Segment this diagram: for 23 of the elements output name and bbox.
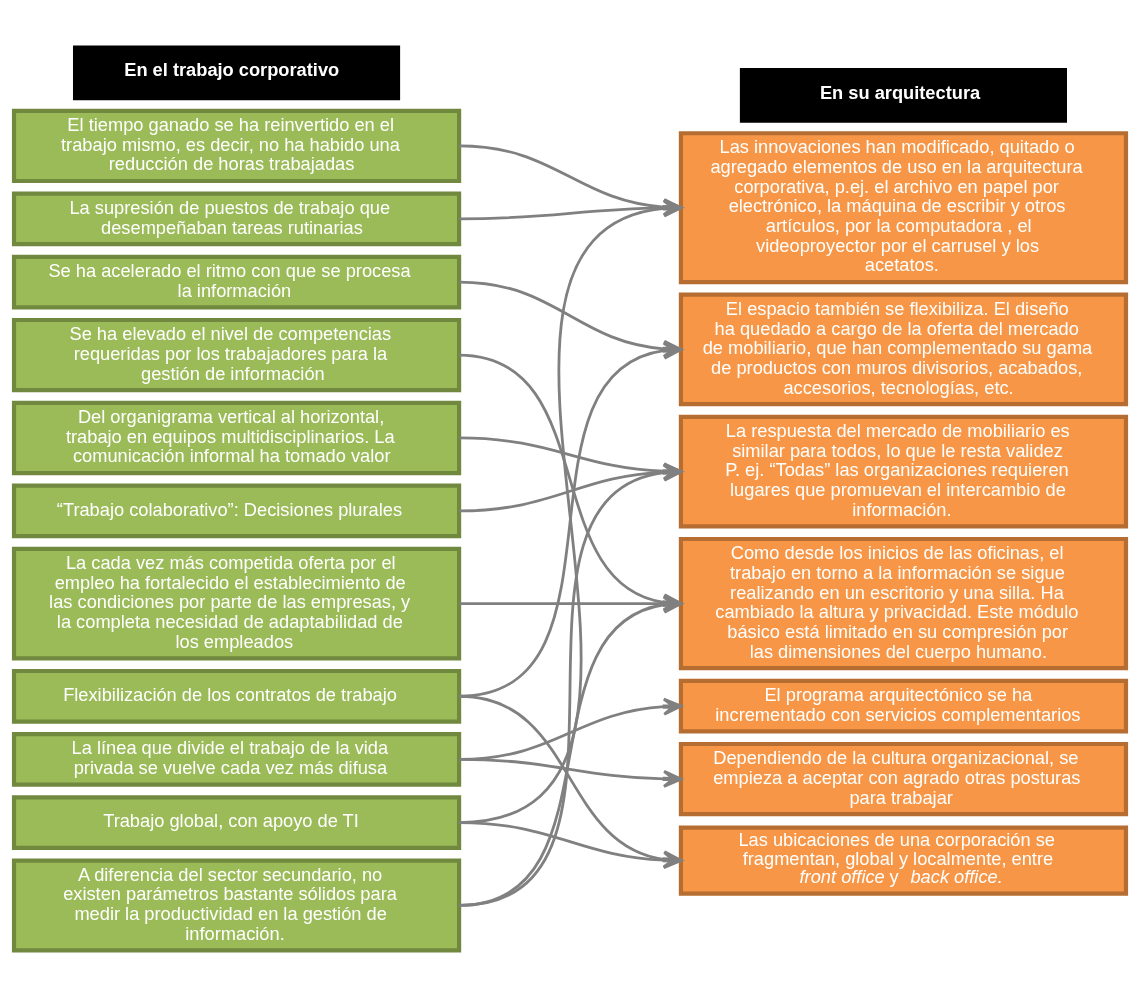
node-box: Las innovaciones han modificado, quitado o agregado elementos de uso en la arquitectura corporativa, p.ej. el archivo en papel por electrónico, la máquina de escribir y otros artículos, por la computadora , el videoproyector por el carrusel y los acetatos. bbox=[678, 131, 1129, 285]
node-box: En el trabajo corporativo bbox=[73, 45, 401, 101]
arrow bbox=[459, 144, 683, 217]
arrow bbox=[459, 758, 683, 788]
node-box: El tiempo ganado se ha reinvertido en el trabajo mismo, es decir, no ha habido una reducción de horas trabajadas bbox=[11, 108, 462, 184]
node-box: En su arquitectura bbox=[739, 67, 1067, 123]
node-box: La cada vez más competida oferta por el empleo ha fortalecido el establecimiento de las condiciones por parte de las empresas, y la completa necesidad de adaptabilidad de los empleados bbox=[11, 546, 462, 661]
node-box: Flexibilización de los contratos de trabajo bbox=[11, 668, 462, 724]
node-box: La supresión de puestos de trabajo que desempeñaban tareas rutinarias bbox=[11, 191, 462, 247]
node-box: Del organigrama vertical al horizontal, trabajo en equipos multidisciplinarios. La comunicación informal ha tomado valor bbox=[11, 400, 462, 476]
node-box: Como desde los inicios de las oficinas, el trabajo en torno a la información se sigue realizando en un escritorio y una silla. Ha cambiado la altura y privacidad. Este módulo básico está limitado en su compresión por las dimensiones del cuerpo humano. bbox=[678, 536, 1129, 671]
node-box: “Trabajo colaborativo”: Decisiones plurales bbox=[11, 483, 462, 539]
node-box: Se ha acelerado el ritmo con que se procesa la información bbox=[11, 254, 462, 310]
node-box: Dependiendo de la cultura organizacional, se empieza a aceptar con agrado otras posturas para trabajar bbox=[678, 741, 1129, 817]
node-box: A diferencia del sector secundario, no existen parámetros bastante sólidos para medir la productividad en la gestión de información. bbox=[11, 858, 462, 953]
node-box: Trabajo global, con apoyo de TI bbox=[11, 795, 462, 850]
node-box: Las ubicaciones de una corporación se fragmentan, global y localmente, entre front office y back office. bbox=[678, 825, 1129, 896]
node-box: La respuesta del mercado de mobiliario es similar para todos, lo que le resta validez P. ej. “Todas” las organizaciones requieren lugares que promuevan el intercambio de información. bbox=[678, 414, 1129, 529]
node-box: El programa arquitectónico se ha incrementado con servicios complementarios bbox=[678, 678, 1129, 734]
arrow bbox=[459, 198, 683, 221]
node-box: Se ha elevado el nivel de competencias requeridas por los trabajadores para la gestión de información bbox=[11, 317, 462, 393]
node-box: La línea que divide el trabajo de la vida privada se vuelve cada vez más difusa bbox=[11, 732, 462, 787]
node-box: El espacio también se flexibiliza. El diseño ha quedado a cargo de la oferta del mercado de mobiliario, que han complementado su gama de productos con muros divisorios, acabados, accesorios, tecnologías, etc. bbox=[678, 292, 1129, 407]
